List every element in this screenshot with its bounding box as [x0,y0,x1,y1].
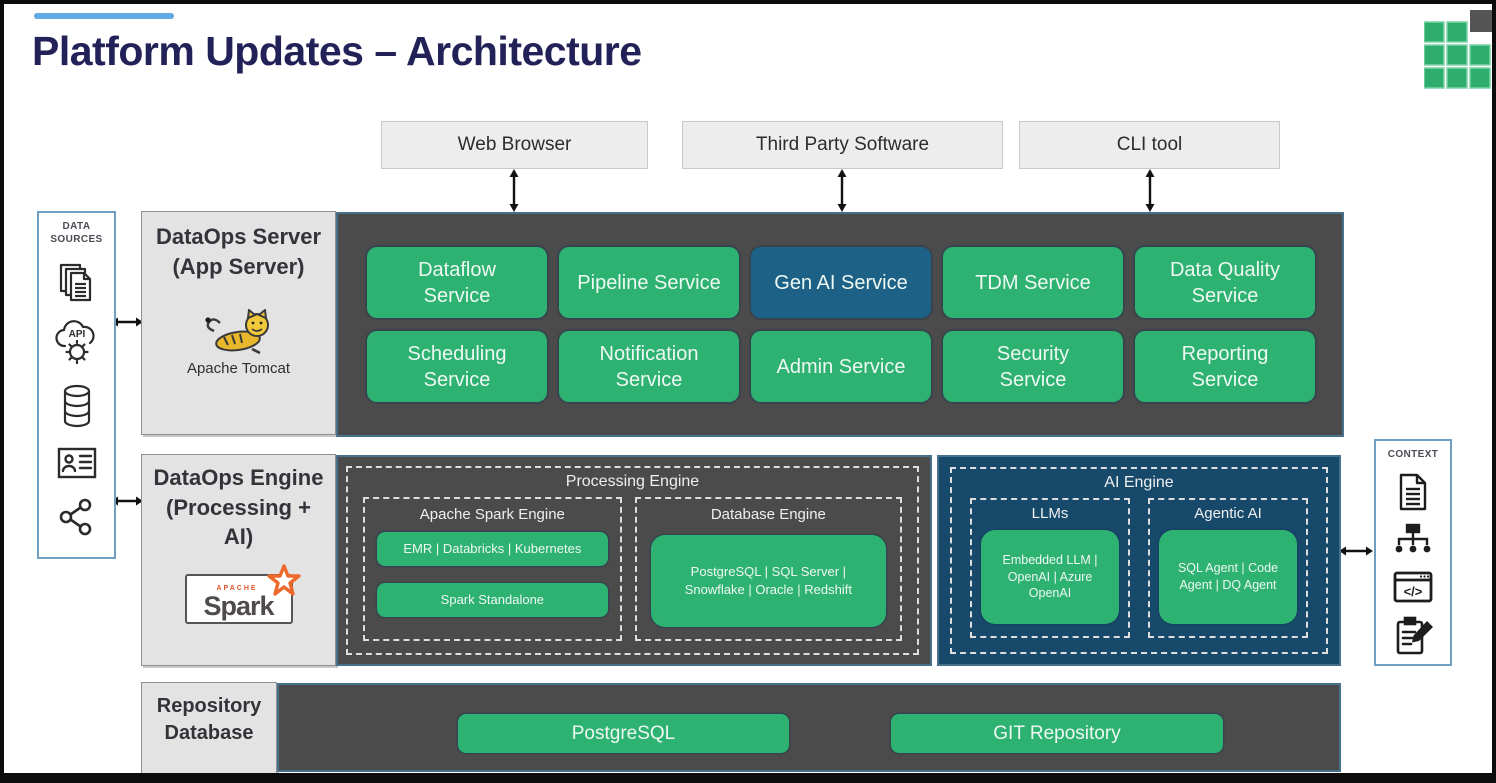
processing-engine-box: Processing Engine Apache Spark Engine EM… [346,466,919,655]
services-grid: Dataflow Service Pipeline Service Gen AI… [367,247,1342,402]
documents-icon [59,263,91,302]
llms-title: LLMs [1031,505,1069,522]
client-box-cli-tool: CLI tool [1019,121,1280,169]
service-pill-data-quality: Data Quality Service [1135,247,1315,318]
apache-spark-engine-box: Apache Spark Engine EMR | Databricks | K… [363,497,622,641]
postgresql-pill: PostgreSQL [458,714,789,753]
ai-engine-box: AI Engine LLMs Embedded LLM | OpenAI | A… [950,467,1328,654]
service-pill-tdm: TDM Service [943,247,1123,318]
double-arrow-icon [1145,169,1155,212]
repository-database-label: Repository Database [156,695,262,744]
spark-word: Spark [203,591,274,622]
apache-tomcat-logo: Apache Tomcat [187,309,290,379]
spark-star-icon [266,564,301,596]
spark-standalone-pill: Spark Standalone [377,583,608,617]
ai-engine-panel: AI Engine LLMs Embedded LLM | OpenAI | A… [937,455,1341,666]
apache-spark-engine-title: Apache Spark Engine [419,506,565,523]
brand-grid-logo [1424,10,1492,89]
client-label: Third Party Software [755,134,930,155]
database-icon [63,384,90,428]
dataops-server-panel: Dataflow Service Pipeline Service Gen AI… [336,212,1344,437]
context-panel: CONTEXT < [1374,439,1452,666]
api-icon: API [54,320,95,365]
spark-cluster-pill: EMR | Databricks | Kubernetes [377,532,608,566]
double-arrow-icon [1339,546,1373,556]
share-icon [59,498,91,536]
agentic-ai-box: Agentic AI SQL Agent | Code Agent | DQ A… [1148,498,1308,638]
ai-engine-title: AI Engine [1104,474,1174,491]
database-engine-box: Database Engine PostgreSQL | SQL Server … [634,497,902,641]
dataops-server-label-box: DataOps Server (App Server) Apache Tomca… [141,211,336,435]
client-label: CLI tool [1116,134,1183,155]
clipboard-edit-icon [1396,616,1433,655]
double-arrow-icon [837,169,847,212]
git-repository-pill: GIT Repository [891,714,1223,753]
client-label: Web Browser [457,134,572,155]
svg-text:</>: </> [1404,584,1423,599]
data-sources-label: DATA SOURCES [50,221,103,245]
contact-card-icon [57,447,96,479]
service-pill-admin: Admin Service [751,331,931,402]
database-engine-title: Database Engine [710,506,826,523]
service-pill-dataflow: Dataflow Service [367,247,547,318]
agentic-ai-title: Agentic AI [1194,505,1262,522]
data-sources-panel: DATA SOURCES API [37,211,116,559]
dataops-engine-label-box: DataOps Engine (Processing + AI) APACHE … [141,454,336,666]
tomcat-cat-icon [204,309,269,355]
llms-box: LLMs Embedded LLM | OpenAI | Azure OpenA… [970,498,1130,638]
client-box-third-party: Third Party Software [682,121,1003,169]
service-pill-pipeline: Pipeline Service [559,247,739,318]
spark-apache-text: APACHE [216,585,258,593]
document-icon [1399,473,1427,511]
processing-engine-title: Processing Engine [565,473,700,490]
llms-pill: Embedded LLM | OpenAI | Azure OpenAI [981,530,1119,624]
code-window-icon: </> [1393,571,1433,603]
tomcat-caption: Apache Tomcat [186,360,291,378]
processing-engine-panel: Processing Engine Apache Spark Engine EM… [336,455,932,666]
double-arrow-icon [509,169,519,212]
service-pill-security: Security Service [943,331,1123,402]
context-label: CONTEXT [1387,449,1439,460]
client-box-web-browser: Web Browser [381,121,648,169]
sitemap-icon [1395,523,1431,553]
database-engines-pill: PostgreSQL | SQL Server | Snowflake | Or… [650,535,886,627]
agents-pill: SQL Agent | Code Agent | DQ Agent [1159,530,1297,624]
repository-database-label-box: Repository Database [141,682,277,773]
page-title: Platform Updates – Architecture [32,28,642,74]
service-pill-notification: Notification Service [559,331,739,402]
title-accent-bar [34,13,174,19]
dataops-engine-label: DataOps Engine (Processing + AI) [153,465,324,550]
service-pill-gen-ai: Gen AI Service [751,247,931,318]
service-pill-scheduling: Scheduling Service [367,331,547,402]
service-pill-reporting: Reporting Service [1135,331,1315,402]
apache-spark-logo: APACHE Spark [184,564,301,625]
svg-text:API: API [68,329,85,340]
repository-database-panel: PostgreSQL GIT Repository [277,683,1341,772]
dataops-server-label: DataOps Server (App Server) [155,224,322,279]
